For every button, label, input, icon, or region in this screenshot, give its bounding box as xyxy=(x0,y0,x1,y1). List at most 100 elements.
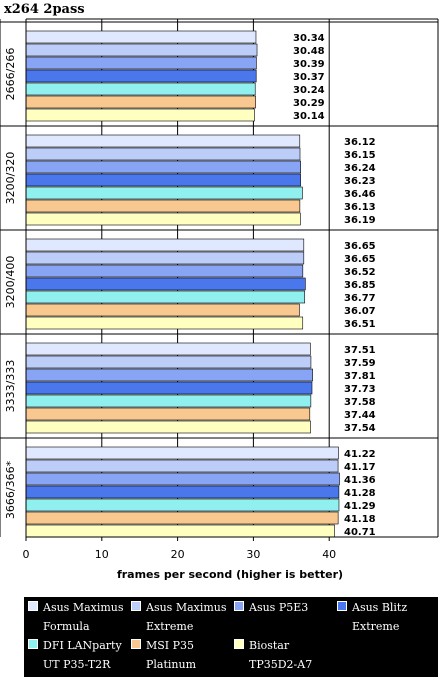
bar xyxy=(25,511,339,525)
bar-value-label: 36.23 xyxy=(344,176,376,187)
bar xyxy=(25,251,305,265)
bar-value-label: 41.17 xyxy=(344,462,376,473)
legend-swatch xyxy=(234,601,244,611)
bar-value-label: 37.58 xyxy=(344,397,376,408)
chart-title: x264 2pass xyxy=(4,2,85,17)
x-tick-label: 10 xyxy=(95,548,109,561)
legend-item: DFI LANparty UT P35-T2R xyxy=(24,635,124,671)
bar-value-label: 36.85 xyxy=(344,280,376,291)
x-tick-label: 30 xyxy=(246,548,260,561)
bar xyxy=(25,238,305,252)
category-label: 3666/366* xyxy=(4,460,17,519)
category-label: 2666/266 xyxy=(4,48,17,101)
bar xyxy=(25,277,306,291)
bar xyxy=(25,186,303,200)
bar-value-label: 37.81 xyxy=(344,371,376,382)
legend-label-line: Asus Maximus xyxy=(43,601,124,614)
bar xyxy=(25,381,313,395)
bar-value-label: 36.19 xyxy=(344,215,376,226)
bar-value-label: 41.29 xyxy=(344,501,376,512)
bar-value-label: 36.65 xyxy=(344,254,376,265)
x-tick-label: 40 xyxy=(322,548,336,561)
legend-label-line: Asus Blitz xyxy=(352,601,408,614)
legend-label-line: Biostar xyxy=(249,639,290,652)
bar-value-label: 30.48 xyxy=(293,46,325,57)
bar-value-label: 41.18 xyxy=(344,514,376,525)
bar-value-label: 36.52 xyxy=(344,267,376,278)
bar xyxy=(25,30,257,44)
bar xyxy=(25,394,312,408)
bar xyxy=(25,134,301,148)
legend-label-line: DFI LANparty xyxy=(43,639,122,652)
bar xyxy=(25,108,255,122)
bar xyxy=(25,160,301,174)
bar-value-label: 36.24 xyxy=(344,163,376,174)
bar-value-label: 40.71 xyxy=(344,527,376,538)
bar-value-label: 37.59 xyxy=(344,358,376,369)
legend-label: Asus P5E3 xyxy=(249,598,333,617)
bar xyxy=(25,147,301,161)
bar xyxy=(25,459,339,473)
bar-chart: 30.3430.4830.3930.3730.2430.2930.142666/… xyxy=(0,18,439,581)
bar-value-label: 36.15 xyxy=(344,150,376,161)
legend-label-line: Extreme xyxy=(352,620,400,633)
legend-label-line: MSI P35 xyxy=(146,639,195,652)
bar-value-label: 36.46 xyxy=(344,189,376,200)
bar xyxy=(25,56,257,70)
bar xyxy=(25,43,258,57)
bar xyxy=(25,407,311,421)
bar xyxy=(25,420,311,434)
bar xyxy=(25,498,340,512)
legend-swatch xyxy=(131,601,141,611)
legend-label-line: Extreme xyxy=(146,620,194,633)
bar xyxy=(25,82,256,96)
x-tick-label: 0 xyxy=(23,548,30,561)
category-label: 3200/400 xyxy=(4,256,17,309)
bar-value-label: 36.07 xyxy=(344,306,376,317)
bar xyxy=(25,472,340,486)
bar xyxy=(25,368,313,382)
bar-value-label: 37.51 xyxy=(344,345,376,356)
bar xyxy=(25,69,257,83)
bar-value-label: 36.77 xyxy=(344,293,376,304)
legend-label-line: Formula xyxy=(43,620,90,633)
bar-value-label: 41.36 xyxy=(344,475,376,486)
bar-value-label: 37.44 xyxy=(344,410,376,421)
bar-value-label: 36.12 xyxy=(344,137,376,148)
bar xyxy=(25,524,335,538)
bar-value-label: 30.24 xyxy=(293,85,325,96)
bar xyxy=(25,212,301,226)
bar-value-label: 30.34 xyxy=(293,33,325,44)
category-label: 3200/320 xyxy=(4,152,17,205)
bar xyxy=(25,264,304,278)
bar-value-label: 30.39 xyxy=(293,59,325,70)
bar-value-label: 30.29 xyxy=(293,98,325,109)
legend-swatch xyxy=(28,639,38,649)
legend-label-line: Asus P5E3 xyxy=(249,601,309,614)
legend-item: Asus P5E3 xyxy=(230,597,330,633)
bar xyxy=(25,342,311,356)
legend-label-line: UT P35-T2R xyxy=(43,658,111,671)
bar-value-label: 36.13 xyxy=(344,202,376,213)
bar-value-label: 41.22 xyxy=(344,449,376,460)
legend-label-line: Asus Maximus xyxy=(146,601,227,614)
bar xyxy=(25,355,312,369)
bar-value-label: 36.65 xyxy=(344,241,376,252)
bar-value-label: 36.51 xyxy=(344,319,376,330)
legend-swatch xyxy=(234,639,244,649)
legend-label-line: Platinum xyxy=(146,658,197,671)
legend-swatch xyxy=(131,639,141,649)
bar xyxy=(25,199,301,213)
legend-label-line: TP35D2-A7 xyxy=(249,658,313,671)
bar-value-label: 41.28 xyxy=(344,488,376,499)
